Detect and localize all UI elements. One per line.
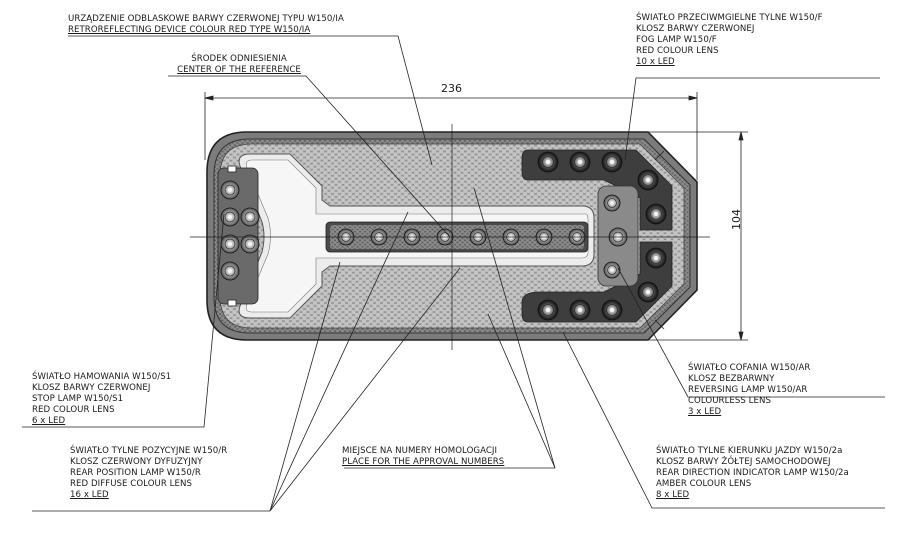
fog-led	[637, 169, 659, 191]
stop-led	[220, 234, 240, 254]
stop-led	[220, 180, 240, 200]
indicator-led	[569, 299, 591, 321]
fog-lamp-label: ŚWIATŁO PRZECIWMGIELNE TYLNE W150/F KLOS…	[636, 13, 823, 67]
height-value: 104	[730, 209, 743, 230]
indicator-led	[645, 247, 667, 269]
center-reference-label: ŚRODEK ODNIESIENIA CENTER OF THE REFEREN…	[177, 54, 301, 75]
leader-lines	[22, 35, 885, 512]
reversing-lamp-label: ŚWIATŁO COFANIA W150/AR KLOSZ BEZBARWNY …	[688, 363, 811, 417]
width-dimension	[204, 92, 698, 180]
direction-indicator-label: ŚWIATŁO TYLNE KIERUNKU JAZDY W150/2a KLO…	[656, 446, 849, 500]
indicator-led	[537, 299, 559, 321]
stop-led	[220, 261, 240, 281]
stop-led	[240, 207, 260, 227]
reversing-led	[603, 261, 621, 279]
height-dimension	[620, 131, 748, 341]
indicator-led	[637, 281, 659, 303]
width-value: 236	[441, 82, 462, 95]
mounting-markers	[227, 150, 665, 330]
approval-numbers-label: MIEJSCE NA NUMERY HOMOLOGACJI PLACE FOR …	[342, 446, 505, 467]
stop-lamp-label: ŚWIATŁO HAMOWANIA W150/S1 KLOSZ BARWY CZ…	[32, 372, 172, 426]
reversing-led	[603, 194, 621, 212]
indicator-area	[521, 241, 673, 323]
stop-led	[220, 207, 240, 227]
retroreflector-label: URZĄDZENIE ODBLASKOWE BARWY CZERWONEJ TY…	[68, 14, 344, 35]
fog-led	[601, 151, 623, 173]
indicator-led	[601, 299, 623, 321]
fog-lamp-area	[521, 149, 673, 231]
fog-led	[537, 151, 559, 173]
position-lamp-label: ŚWIATŁO TYLNE POZYCYJNE W150/R KLOSZ CZE…	[70, 446, 228, 500]
fog-led	[645, 203, 667, 225]
fog-led	[569, 151, 591, 173]
stop-led	[240, 234, 260, 254]
